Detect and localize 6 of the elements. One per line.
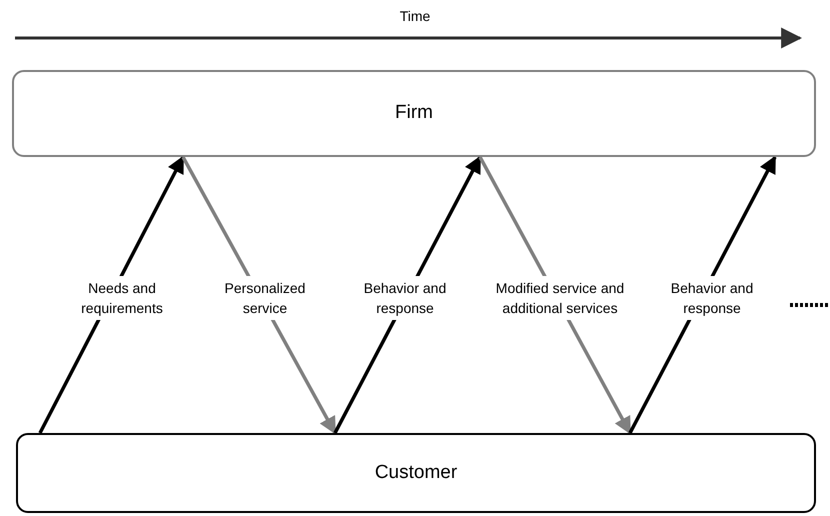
rounded-box [12,70,816,157]
rounded-box [16,433,816,513]
edge-label: Modified service and additional services [495,276,625,320]
box-label: Customer [374,460,458,485]
axis-label: Time [398,7,432,26]
box-label: Firm [395,101,433,126]
